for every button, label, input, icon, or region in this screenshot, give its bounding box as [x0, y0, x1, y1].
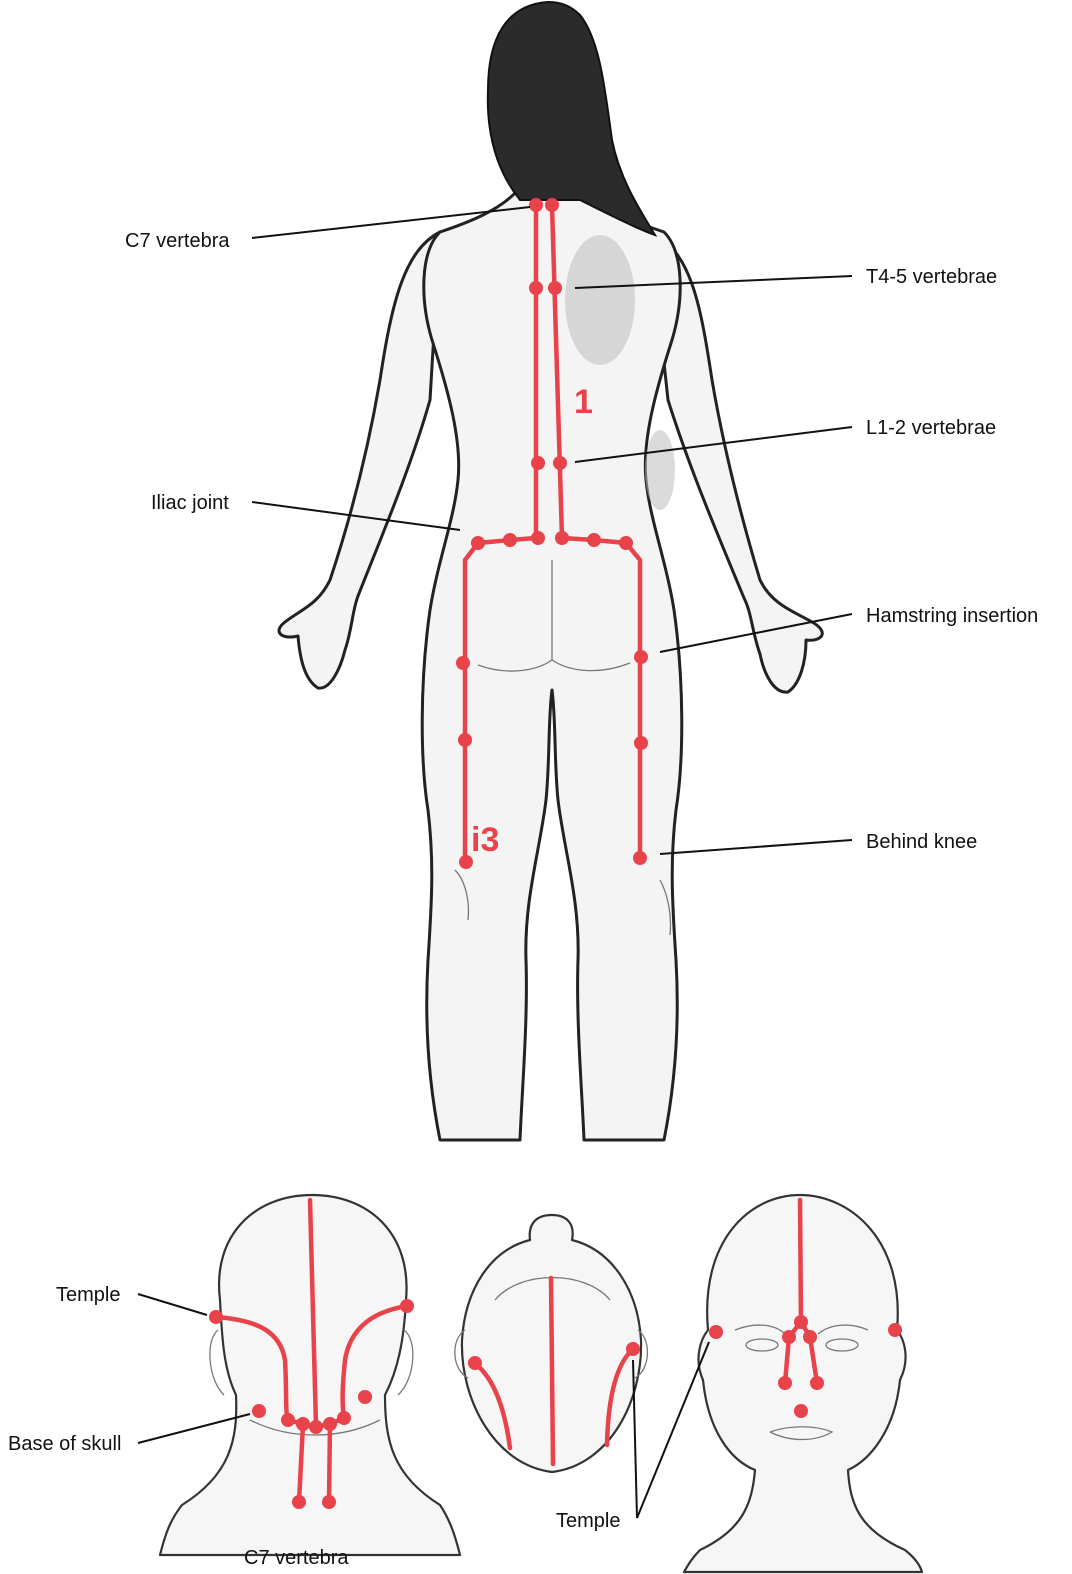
point-hip-3	[531, 531, 545, 545]
point-temple-right-back	[400, 1299, 414, 1313]
point-hip-5	[587, 533, 601, 547]
point-c7-left	[529, 198, 543, 212]
label-temple-bottom: Temple	[556, 1510, 620, 1532]
head-back-neck-right	[329, 1424, 330, 1502]
point-nape-5	[337, 1411, 351, 1425]
route-number-spine: 1	[574, 383, 593, 421]
point-brow-right	[803, 1330, 817, 1344]
route-number-legs: i3	[471, 821, 499, 859]
head-front-outline	[684, 1195, 922, 1572]
label-c7-vertebra-head: C7 vertebra	[244, 1547, 349, 1569]
point-temple-front-left	[709, 1325, 723, 1339]
leader-temple-left	[138, 1294, 207, 1315]
point-nape-2	[296, 1417, 310, 1431]
point-hip-4	[555, 531, 569, 545]
left-arm	[279, 232, 440, 688]
label-temple-left: Temple	[56, 1284, 120, 1306]
point-hamstring-left	[456, 656, 470, 670]
point-temple-top-left	[468, 1356, 482, 1370]
point-hamstring-right	[634, 650, 648, 664]
point-t45-left	[529, 281, 543, 295]
label-c7-vertebra: C7 vertebra	[125, 230, 230, 252]
point-c7-left-head	[292, 1495, 306, 1509]
point-c7-right	[545, 198, 559, 212]
point-knee-right	[633, 851, 647, 865]
waist-shade	[645, 430, 675, 510]
point-nape-3	[309, 1420, 323, 1434]
point-temple-top-right	[626, 1342, 640, 1356]
leader-temple-bottom-2	[637, 1342, 709, 1518]
head-back-view	[160, 1195, 460, 1555]
point-thigh-left	[458, 733, 472, 747]
point-nose-right	[810, 1376, 824, 1390]
point-temple-left-back	[209, 1310, 223, 1324]
leader-behind-knee	[660, 840, 852, 854]
point-third-eye	[794, 1315, 808, 1329]
point-nape-1	[281, 1413, 295, 1427]
label-t45-vertebrae: T4-5 vertebrae	[866, 266, 997, 288]
label-behind-knee: Behind knee	[866, 831, 977, 853]
label-iliac-joint: Iliac joint	[151, 492, 229, 514]
point-hip-2	[503, 533, 517, 547]
point-nose-left	[778, 1376, 792, 1390]
head-front-view	[684, 1195, 922, 1572]
point-t45-right	[548, 281, 562, 295]
point-l12-left	[531, 456, 545, 470]
point-upper-lip	[794, 1404, 808, 1418]
head-top-center-line	[551, 1278, 553, 1464]
point-temple-front-right	[888, 1323, 902, 1337]
point-base-skull-right	[358, 1390, 372, 1404]
shoulder-shade	[565, 235, 635, 365]
label-l12-vertebrae: L1-2 vertebrae	[866, 417, 996, 439]
point-nape-4	[323, 1417, 337, 1431]
point-hip-6	[619, 536, 633, 550]
point-base-skull	[252, 1404, 266, 1418]
point-l12-right	[553, 456, 567, 470]
point-brow-left	[782, 1330, 796, 1344]
back-view-figure	[279, 2, 822, 1140]
point-thigh-right	[634, 736, 648, 750]
label-base-of-skull: Base of skull	[8, 1433, 121, 1455]
label-hamstring-insertion: Hamstring insertion	[866, 605, 1038, 627]
head-top-view	[455, 1215, 648, 1472]
head-front-center-line	[800, 1200, 801, 1322]
point-hip-1	[471, 536, 485, 550]
point-c7-right-head	[322, 1495, 336, 1509]
